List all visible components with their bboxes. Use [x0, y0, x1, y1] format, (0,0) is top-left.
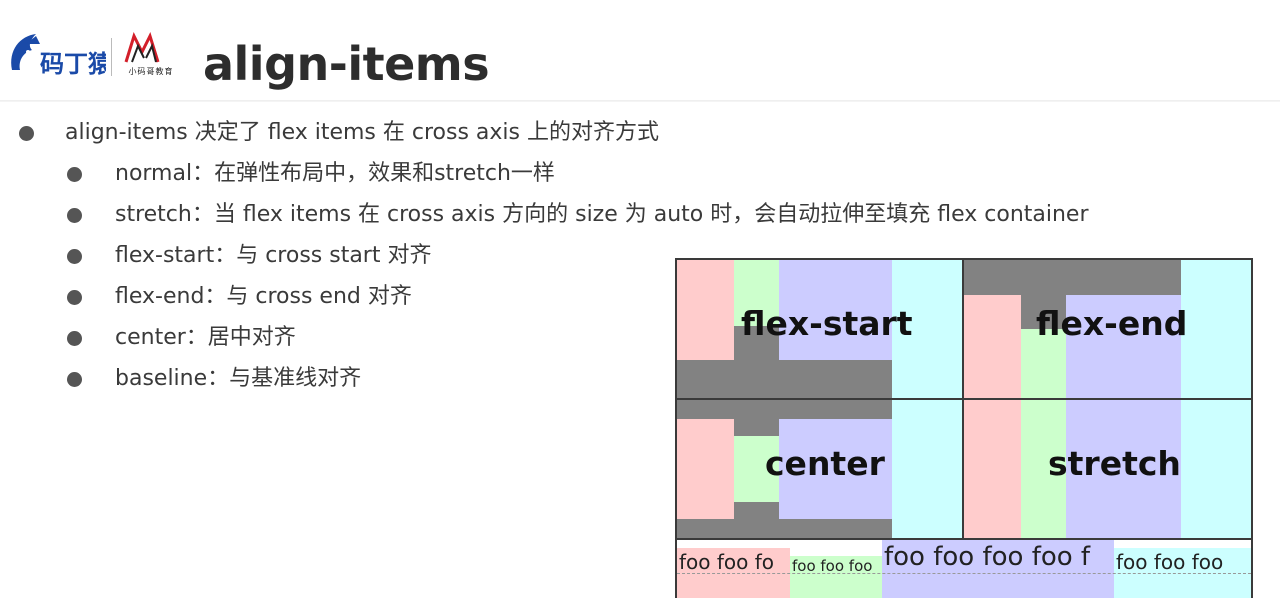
sub-bullet-stretch: stretch：当 flex items 在 cross axis 方向的 si… [67, 200, 1089, 230]
brand-caption: 小码哥教育 [128, 67, 174, 76]
logo-divider [111, 38, 112, 76]
baseline-text: foo foo foo [1116, 550, 1224, 574]
item-cyan [1181, 400, 1251, 538]
sub-bullet-text: baseline：与基准线对齐 [115, 366, 362, 391]
panel-label: flex-end [1036, 304, 1188, 343]
sub-bullet-text: center：居中对齐 [115, 325, 296, 350]
panel-label: center [765, 444, 885, 483]
bullet-dot-icon [67, 167, 82, 182]
slide-header: 码丁猿 小码哥教育 align-items [0, 0, 1280, 100]
item-lavender: foo foo foo foo f [882, 540, 1114, 598]
item-pink [964, 295, 1021, 398]
item-pink [677, 419, 734, 519]
item-cyan [892, 400, 962, 538]
bullet-dot-icon [67, 331, 82, 346]
baseline-guide [677, 573, 1251, 574]
item-lavender [1066, 400, 1181, 538]
item-green [734, 436, 779, 502]
bullet-dot-icon [67, 249, 82, 264]
sub-bullet-center: center：居中对齐 [67, 323, 296, 353]
panel-flex-start: flex-start [677, 260, 962, 398]
brand-logo: 小码哥教育 [116, 31, 186, 80]
panel-label: stretch [1048, 444, 1181, 483]
sub-bullet-text: stretch：当 flex items 在 cross axis 方向的 si… [115, 202, 1089, 227]
sub-bullet-normal: normal：在弹性布局中，效果和stretch一样 [67, 159, 555, 189]
item-green [1021, 329, 1066, 398]
svg-text:码丁猿: 码丁猿 [40, 50, 106, 78]
item-lavender [1066, 295, 1181, 398]
item-pink [964, 400, 1021, 538]
bullet-dot-icon [67, 372, 82, 387]
item-green [1021, 400, 1066, 538]
slide-title: align-items [203, 37, 490, 91]
baseline-text: foo foo foo foo f [884, 542, 1091, 572]
panel-label: flex-start [741, 304, 913, 343]
bullet-dot-icon [19, 126, 34, 141]
header-divider [0, 100, 1280, 102]
item-cyan [892, 260, 962, 398]
item-cyan [1181, 260, 1251, 398]
panel-stretch: stretch [964, 400, 1251, 538]
item-green: foo foo foo [790, 556, 882, 598]
panel-center: center [677, 400, 962, 538]
company-logo-icon: 码丁猿 [11, 34, 106, 78]
sub-bullet-flex-start: flex-start：与 cross start 对齐 [67, 241, 432, 271]
bullet-dot-icon [67, 208, 82, 223]
item-green [734, 260, 779, 326]
panel-flex-end: flex-end [964, 260, 1251, 398]
main-bullet-text: align-items 决定了 flex items 在 cross axis … [65, 120, 659, 145]
align-items-figure: flex-start flex-end center stretch foo f… [675, 258, 1253, 598]
item-lavender [779, 419, 892, 519]
baseline-text: foo foo fo [679, 550, 775, 574]
sub-bullet-baseline: baseline：与基准线对齐 [67, 364, 362, 394]
sub-bullet-text: flex-end：与 cross end 对齐 [115, 284, 412, 309]
panel-baseline: foo foo fo foo foo foo foo foo foo foo f… [677, 540, 1251, 598]
bullet-dot-icon [67, 290, 82, 305]
sub-bullet-flex-end: flex-end：与 cross end 对齐 [67, 282, 412, 312]
sub-bullet-text: normal：在弹性布局中，效果和stretch一样 [115, 161, 555, 186]
baseline-text: foo foo foo [792, 557, 873, 575]
item-pink [677, 260, 734, 360]
brand-m-icon [124, 31, 160, 63]
sub-bullet-text: flex-start：与 cross start 对齐 [115, 243, 432, 268]
item-lavender [779, 260, 892, 360]
main-bullet: align-items 决定了 flex items 在 cross axis … [19, 118, 659, 148]
